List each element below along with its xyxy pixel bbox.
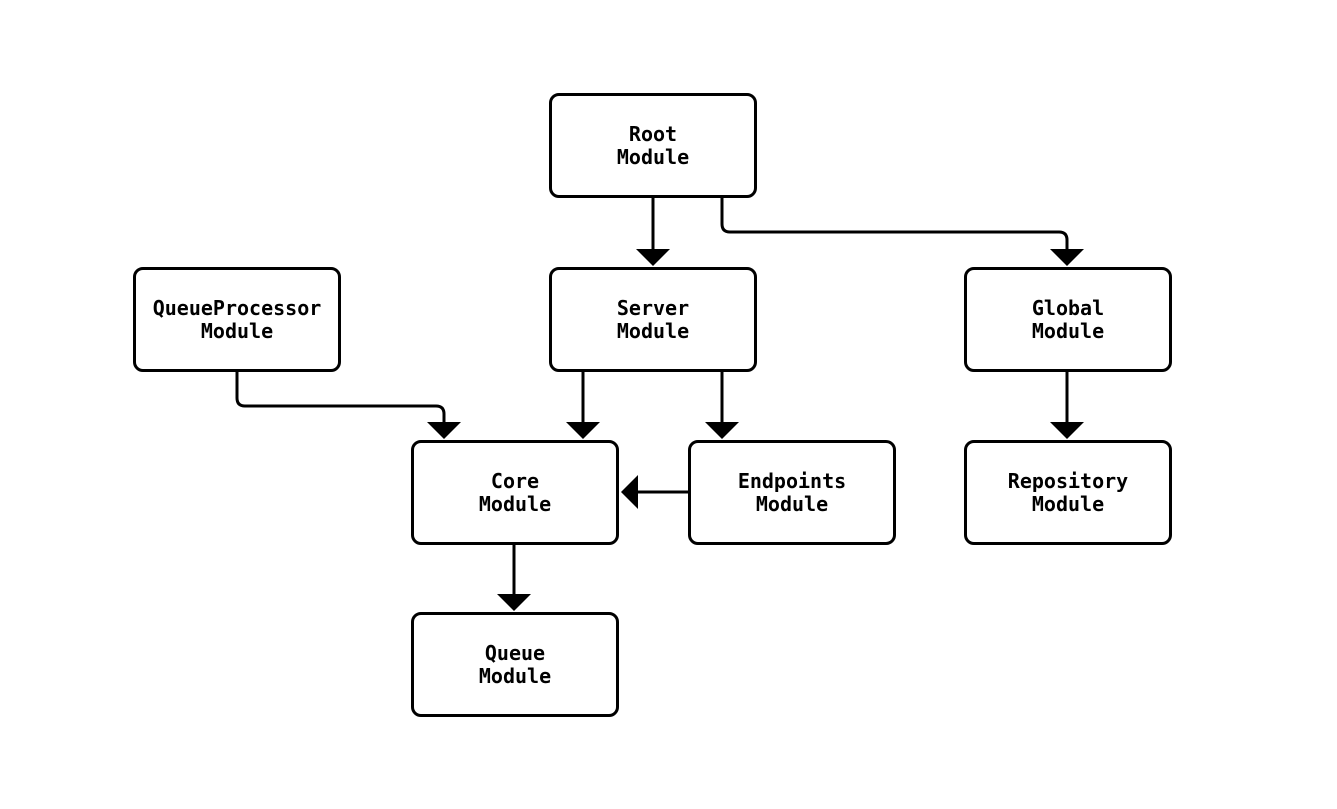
arrowhead-down-icon: [566, 422, 600, 439]
node-core-module: Core Module: [411, 440, 619, 545]
edge-global-repository: [1050, 372, 1084, 439]
node-label: Endpoints Module: [737, 468, 847, 516]
arrowhead-down-icon: [636, 249, 670, 266]
node-root-module: Root Module: [549, 93, 757, 198]
node-label: QueueProcessor Module: [152, 295, 322, 343]
node-server-module: Server Module: [549, 267, 757, 372]
edge-endpoints-core: [621, 475, 688, 509]
node-global-module: Global Module: [964, 267, 1172, 372]
node-label: Repository Module: [1007, 468, 1129, 516]
node-queue-module: Queue Module: [411, 612, 619, 717]
arrowhead-left-icon: [621, 475, 638, 509]
arrowhead-down-icon: [427, 422, 461, 439]
node-label: Queue Module: [478, 640, 552, 688]
node-queueprocessor-module: QueueProcessor Module: [133, 267, 341, 372]
arrowhead-down-icon: [1050, 422, 1084, 439]
arrowhead-down-icon: [705, 422, 739, 439]
node-endpoints-module: Endpoints Module: [688, 440, 896, 545]
node-label: Root Module: [616, 121, 690, 169]
edge-root-server: [636, 198, 670, 266]
node-label: Core Module: [478, 468, 552, 516]
edge-line: [720, 198, 1069, 250]
node-repository-module: Repository Module: [964, 440, 1172, 545]
node-label: Server Module: [616, 295, 690, 343]
edge-server-core: [566, 372, 600, 439]
edge-line: [235, 372, 446, 423]
edge-queueprocessor-core: [235, 372, 461, 439]
edge-core-queue: [497, 545, 531, 611]
arrowhead-down-icon: [1050, 249, 1084, 266]
node-label: Global Module: [1031, 295, 1105, 343]
edge-server-endpoints: [705, 372, 739, 439]
arrowhead-down-icon: [497, 594, 531, 611]
edge-root-global: [720, 198, 1084, 266]
